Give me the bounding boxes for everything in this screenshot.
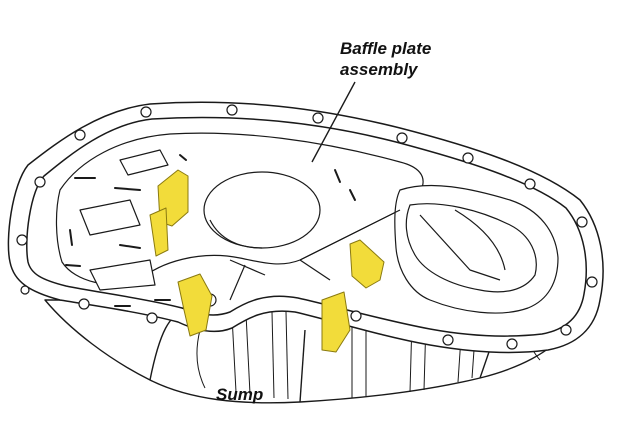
bracket-center-lower [177, 273, 213, 337]
bracket-right-lower [321, 291, 351, 353]
bracket-left-mid [149, 207, 169, 257]
baffle-leader-line [311, 81, 356, 163]
baffle-center-opening [203, 171, 321, 249]
flange-bolts [16, 104, 598, 350]
baffle-brackets-highlight [149, 169, 385, 353]
baffle-label-line1: Baffle plate [340, 39, 432, 58]
baffle-plate [55, 132, 424, 301]
bracket-right-upper [349, 239, 385, 289]
sump-label: Sump [216, 385, 264, 404]
baffle-plate-assembly-label: Baffle plate assembly [340, 38, 431, 80]
baffle-label-line2: assembly [340, 60, 418, 79]
sump-well [299, 184, 559, 314]
baffle-slots [65, 154, 356, 307]
